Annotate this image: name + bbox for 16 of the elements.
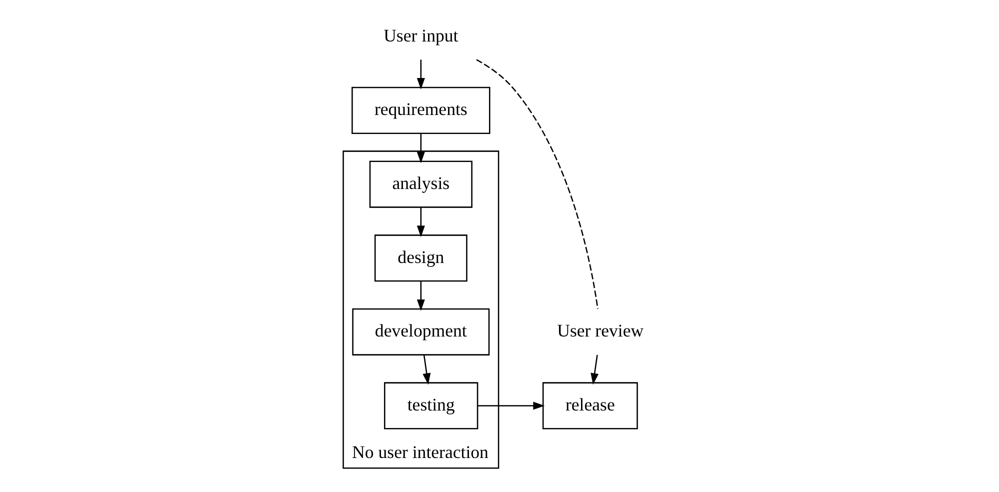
node-text: User review	[557, 320, 644, 341]
arrow	[416, 60, 425, 90]
arrow	[416, 281, 425, 311]
arrow	[416, 207, 425, 238]
arrow	[416, 134, 425, 164]
arrow	[590, 354, 599, 385]
node-box: development	[352, 308, 490, 356]
arrow	[478, 402, 545, 410]
node-box: release	[542, 382, 638, 430]
node-box: design	[374, 234, 468, 282]
node-box: analysis	[369, 160, 472, 208]
connector	[476, 59, 598, 309]
node-box: testing	[384, 382, 478, 430]
node-box: requirements	[352, 86, 490, 134]
arrow	[422, 354, 431, 385]
node-text: User input	[384, 25, 458, 46]
